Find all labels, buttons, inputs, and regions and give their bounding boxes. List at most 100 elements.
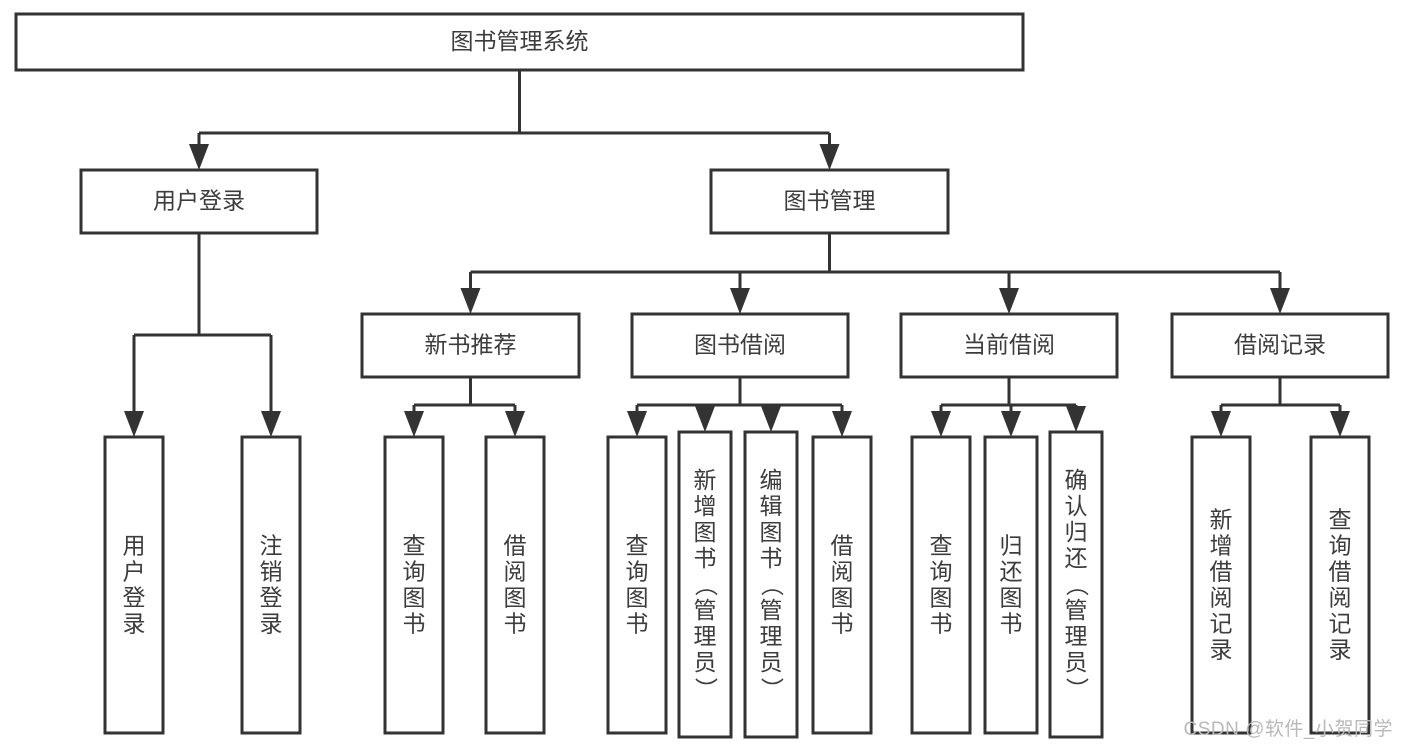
node-label-char: 录	[260, 610, 283, 636]
node-label: 图书借阅	[694, 332, 786, 358]
connector-group	[627, 377, 852, 437]
node-label-char: （	[759, 573, 785, 596]
node-borrow-record[interactable]: 借阅记录	[1170, 312, 1390, 379]
node-label-char: 查	[930, 532, 953, 558]
node-label-char: 借	[504, 532, 527, 558]
node-box[interactable]	[1170, 312, 1390, 379]
node-label-char: 阅	[1210, 584, 1233, 610]
node-label-char: 管	[694, 597, 717, 623]
node-label-char: 书	[403, 610, 426, 636]
node-user-login[interactable]: 用户登录	[79, 168, 319, 235]
node-label-char: 注	[260, 532, 283, 558]
node-label-char: 新	[1210, 506, 1233, 532]
node-box[interactable]	[606, 435, 668, 735]
node-label-char: （	[1064, 573, 1090, 596]
node-box[interactable]	[360, 312, 581, 379]
node-leaf-user-login[interactable]: 用户登录	[103, 435, 165, 735]
node-label-char: 书	[626, 610, 649, 636]
node-box[interactable]	[1048, 430, 1104, 739]
node-label-char: 认	[1065, 493, 1088, 519]
node-label-char: 记	[1329, 610, 1352, 636]
connector-group	[1211, 377, 1350, 437]
node-label-char: 图	[1000, 584, 1023, 610]
node-label-char: 销	[260, 558, 283, 584]
connector-group	[460, 233, 1290, 314]
node-label-char: 图	[831, 584, 854, 610]
connector-group	[189, 70, 840, 170]
node-current-borrow[interactable]: 当前借阅	[899, 312, 1119, 379]
node-label-char: 登	[123, 584, 146, 610]
node-label-char: 归	[1000, 532, 1023, 558]
node-label-char: 阅	[831, 558, 854, 584]
node-label-char: 图	[403, 584, 426, 610]
node-label-char: 理	[760, 623, 783, 649]
node-label-char: 户	[123, 558, 146, 584]
node-box[interactable]	[709, 168, 950, 235]
node-book-borrow[interactable]: 图书借阅	[630, 312, 850, 379]
node-label-char: 记	[1210, 610, 1233, 636]
node-label-char: 管	[760, 597, 783, 623]
node-box[interactable]	[630, 312, 850, 379]
connector-group	[931, 377, 1086, 437]
node-label-char: 辑	[760, 493, 783, 519]
node-label-char: ）	[693, 677, 719, 700]
node-box[interactable]	[743, 430, 799, 739]
node-label-char: 还	[1000, 558, 1023, 584]
node-box[interactable]	[677, 430, 733, 739]
node-label-char: ）	[759, 677, 785, 700]
node-box[interactable]	[1309, 435, 1371, 735]
node-label: 图书管理系统	[451, 28, 589, 54]
node-layer: 图书管理系统用户登录图书管理新书推荐图书借阅当前借阅借阅记录用户登录注销登录查询…	[14, 12, 1390, 739]
node-box[interactable]	[383, 435, 445, 735]
node-box[interactable]	[240, 435, 302, 735]
node-label-char: 阅	[1329, 584, 1352, 610]
node-label-char: 归	[1065, 519, 1088, 545]
node-label-char: 员	[1065, 649, 1088, 675]
node-box[interactable]	[910, 435, 972, 735]
node-label-char: 用	[123, 532, 146, 558]
node-new-book-recommend[interactable]: 新书推荐	[360, 312, 581, 379]
node-label-char: 询	[1329, 532, 1352, 558]
node-box[interactable]	[484, 435, 546, 735]
node-box[interactable]	[811, 435, 873, 735]
node-label-char: 书	[831, 610, 854, 636]
node-label-char: 图	[760, 519, 783, 545]
node-box[interactable]	[79, 168, 319, 235]
node-label-char: ）	[1064, 677, 1090, 700]
node-box[interactable]	[983, 435, 1039, 735]
node-box[interactable]	[14, 12, 1025, 72]
node-label-char: 录	[123, 610, 146, 636]
node-label-char: 管	[1065, 597, 1088, 623]
node-label: 当前借阅	[963, 332, 1055, 358]
node-root[interactable]: 图书管理系统	[14, 12, 1025, 72]
node-label-char: 员	[760, 649, 783, 675]
node-label-char: 增	[1210, 532, 1233, 558]
node-label-char: 确	[1065, 467, 1088, 493]
node-label-char: 图	[504, 584, 527, 610]
connector-group	[404, 377, 525, 437]
node-box[interactable]	[1190, 435, 1252, 735]
node-label-char: 增	[694, 493, 717, 519]
node-label-char: 借	[831, 532, 854, 558]
node-label-char: 询	[626, 558, 649, 584]
node-book-manage[interactable]: 图书管理	[709, 168, 950, 235]
node-label-char: 书	[504, 610, 527, 636]
node-box[interactable]	[899, 312, 1119, 379]
node-label-char: （	[693, 573, 719, 596]
node-box[interactable]	[103, 435, 165, 735]
node-label-char: 图	[694, 519, 717, 545]
node-label-char: 还	[1065, 545, 1088, 571]
